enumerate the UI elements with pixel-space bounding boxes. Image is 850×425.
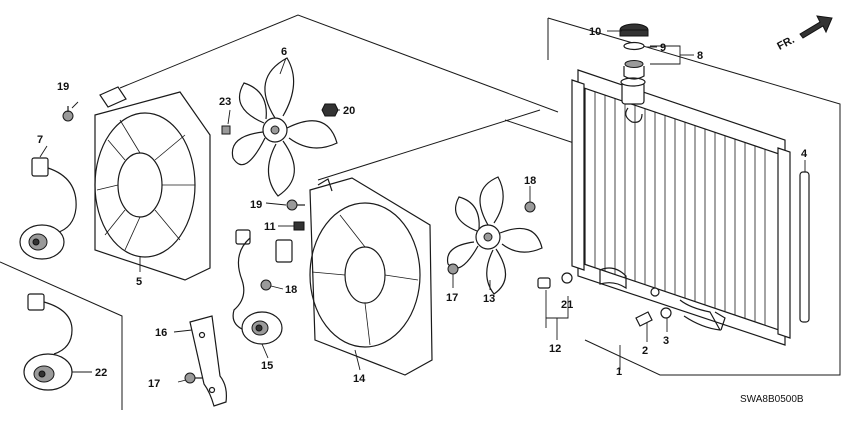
fan-shroud-right [309,177,433,376]
fan-blade-upper [231,57,338,197]
callout-7: 7 [37,134,43,146]
callout-15: 15 [261,360,273,372]
callout-21: 21 [561,299,573,311]
callout-2: 2 [642,345,648,357]
fan-blade-lower [446,176,543,295]
mounting-bracket [189,315,227,407]
fan-motor-left [19,157,77,260]
callout-4: 4 [801,148,808,160]
callout-14: 14 [353,373,366,385]
callout-17-lower: 17 [148,378,160,390]
callout-labels: 1 2 3 4 5 6 7 8 9 10 11 12 13 14 15 16 1… [37,26,808,390]
fan-shroud-left [94,86,211,281]
callout-23: 23 [219,96,231,108]
callout-11: 11 [264,221,276,233]
callout-10: 10 [589,26,601,38]
radiator [571,69,791,346]
fan-motor-lower-left [23,293,73,391]
callout-9: 9 [660,42,666,54]
front-direction-arrow: FR. [775,15,833,53]
callout-17-center: 17 [446,292,458,304]
radiator-side-seal [799,171,810,323]
fan-motor-center [232,229,293,345]
callout-5: 5 [136,276,142,288]
direction-label: FR. [775,34,796,53]
callout-19-center: 19 [250,199,262,211]
leader-lines [39,30,806,383]
callout-12: 12 [549,343,561,355]
callout-8: 8 [697,50,703,62]
callout-18-center: 18 [285,284,297,296]
fasteners [62,103,672,384]
callout-19-upper: 19 [57,81,69,93]
diagram-code: SWA8B0500B [740,394,804,405]
callout-1: 1 [616,366,622,378]
callout-22: 22 [95,367,107,379]
callout-20: 20 [343,105,355,117]
callout-3: 3 [663,335,669,347]
callout-13: 13 [483,293,495,305]
callout-16: 16 [155,327,167,339]
radiator-cap [619,23,649,80]
callout-6: 6 [281,46,287,58]
callout-18-right: 18 [524,175,536,187]
radiator-core-fins [594,86,766,332]
